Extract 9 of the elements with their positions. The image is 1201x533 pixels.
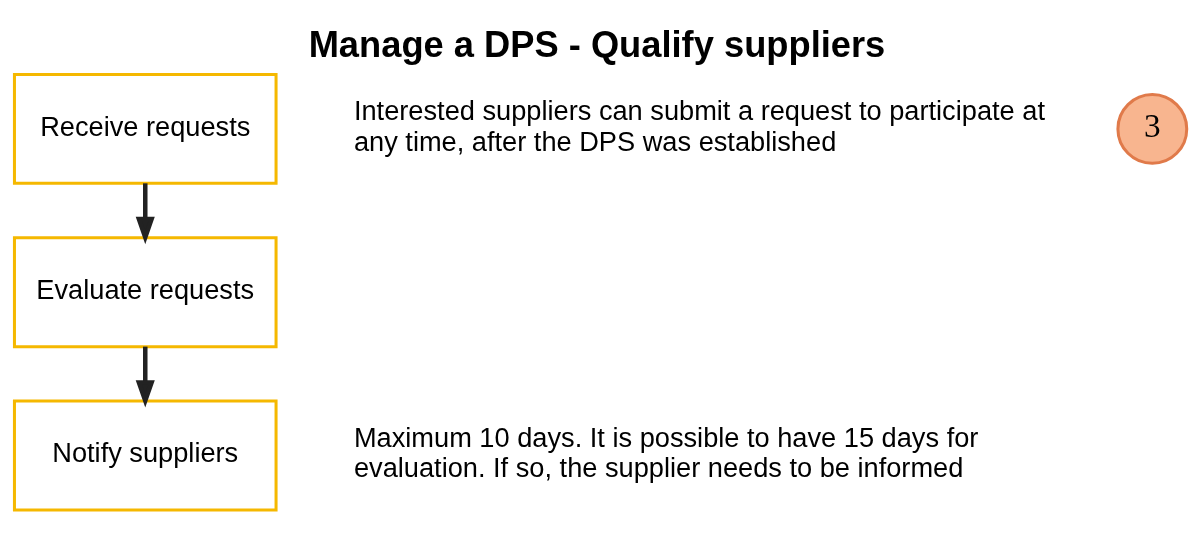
node-box: Notify suppliers xyxy=(12,399,278,512)
diagram-title: Manage a DPS - Qualify suppliers xyxy=(308,23,886,65)
node-label: Maximum 10 days. It is possible to have 15 days for evaluation. If so, the supplier needs to be informed xyxy=(353,422,979,484)
arrow xyxy=(135,346,155,408)
node-box: Evaluate requests xyxy=(12,236,278,349)
node-label: Interested suppliers can submit a request to participate at any time, after the DPS was established xyxy=(353,95,1045,157)
node-circle: 3 xyxy=(1116,92,1189,165)
arrow xyxy=(135,183,155,245)
node-box: Receive requests xyxy=(12,72,278,185)
